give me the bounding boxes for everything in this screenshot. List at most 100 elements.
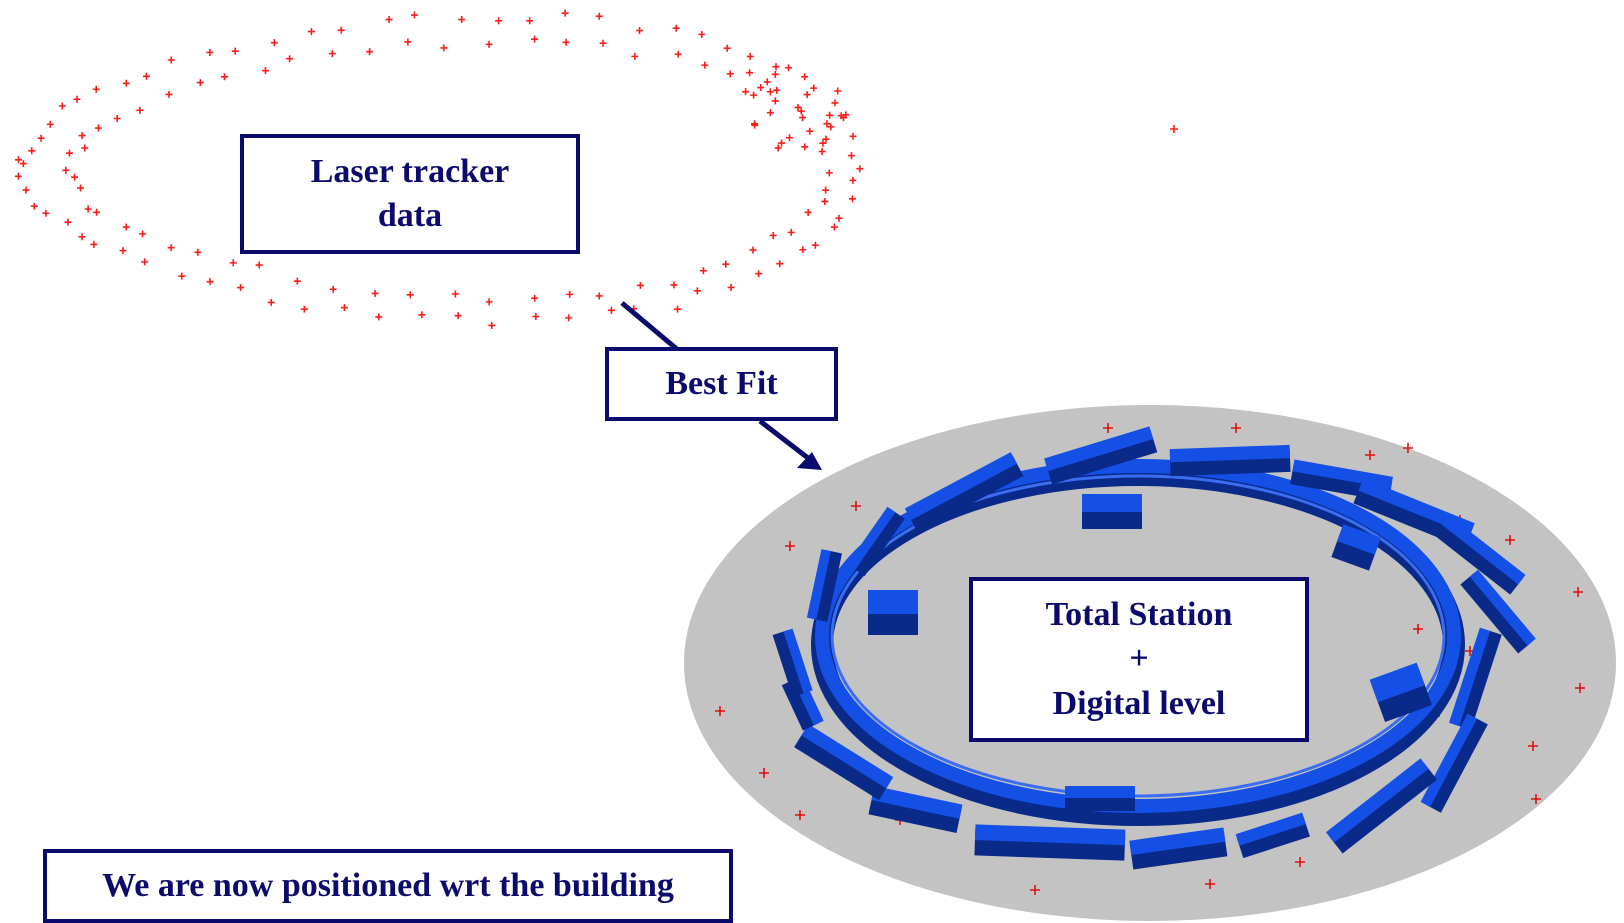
floor-point	[1573, 587, 1583, 597]
tracker-point	[794, 103, 802, 111]
tracker-point	[90, 240, 98, 248]
tracker-point	[776, 260, 784, 268]
tracker-point	[561, 9, 569, 17]
tracker-point	[819, 139, 827, 147]
tracker-point	[766, 88, 774, 96]
tracker-point	[194, 248, 202, 256]
tracker-point	[746, 52, 754, 60]
tracker-point	[485, 298, 493, 306]
tracker-point	[404, 38, 412, 46]
accelerator-ring	[811, 459, 1465, 826]
magnet-block	[1460, 569, 1536, 654]
tracker-point	[674, 50, 682, 58]
tracker-point	[406, 291, 414, 299]
tracker-point	[58, 102, 66, 110]
tracker-point	[62, 166, 70, 174]
tracker-point	[778, 139, 786, 147]
tracker-point	[774, 144, 782, 152]
tracker-point	[763, 78, 771, 86]
tracker-point	[22, 186, 30, 194]
magnet-block	[1448, 627, 1502, 730]
floor-point	[759, 768, 769, 778]
tracker-point	[231, 47, 239, 55]
tracker-point	[849, 176, 857, 184]
tracker-point	[532, 312, 540, 320]
magnet-block	[847, 506, 905, 577]
tracker-point	[178, 272, 186, 280]
tracker-point	[755, 270, 763, 278]
tracker-point	[599, 39, 607, 47]
tracker-point	[801, 73, 809, 81]
tracker-point	[595, 12, 603, 20]
magnet-block	[868, 590, 918, 635]
tracker-point	[78, 132, 86, 140]
tracker-point	[307, 28, 315, 36]
tracker-point	[801, 143, 809, 151]
arrow-shaft-lower	[758, 419, 810, 460]
tracker-point	[822, 186, 830, 194]
tracker-point	[531, 35, 539, 43]
tracker-point	[206, 48, 214, 56]
laser-tracker-label-line-1: Laser tracker	[310, 152, 510, 190]
positioned-wrt-building-label: We are now positioned wrt the building	[43, 849, 733, 923]
positioned-label-text: We are now positioned wrt the building	[102, 866, 674, 904]
tracker-point	[750, 91, 758, 99]
tracker-point	[562, 38, 570, 46]
tracker-point	[81, 144, 89, 152]
tracker-point	[856, 165, 864, 173]
magnet-block	[1431, 513, 1526, 595]
tracker-point	[19, 160, 27, 168]
tracker-point	[531, 294, 539, 302]
tracker-point	[670, 281, 678, 289]
magnet-block	[1235, 812, 1310, 859]
magnet-block	[1169, 444, 1291, 477]
tracker-point	[119, 247, 127, 255]
tracker-point	[94, 124, 102, 132]
tracker-point	[485, 40, 493, 48]
tracker-point	[799, 114, 807, 122]
tracker-point	[787, 228, 795, 236]
tracker-point	[385, 16, 393, 24]
tracker-point	[726, 70, 734, 78]
tracker-point	[526, 17, 534, 25]
tracker-point	[835, 214, 843, 222]
tracker-point	[300, 305, 308, 313]
laser-tracker-label-line-2: data	[377, 197, 443, 234]
magnet-block	[1044, 426, 1158, 485]
tracker-point	[803, 91, 811, 99]
floor-point	[715, 706, 725, 716]
tracker-point	[167, 244, 175, 252]
tracker-point	[328, 50, 336, 58]
tracker-point	[722, 260, 730, 268]
tracker-point	[827, 123, 835, 131]
tracker-point	[806, 127, 814, 135]
floor-point	[851, 501, 861, 511]
tracker-point	[167, 56, 175, 64]
tracker-point	[440, 44, 448, 52]
tracker-point	[93, 208, 101, 216]
magnet-block	[1129, 827, 1228, 870]
tracker-point	[286, 55, 294, 63]
arrow-head	[797, 452, 822, 470]
magnet-block	[974, 824, 1126, 861]
tracker-point	[73, 95, 81, 103]
tracker-point	[772, 63, 780, 71]
tracker-point	[785, 134, 793, 142]
tracker-point	[46, 120, 54, 128]
tracker-point	[84, 205, 92, 213]
tracker-point	[769, 231, 777, 239]
tracker-point	[797, 107, 805, 115]
tracker-point	[30, 202, 38, 210]
floor-point	[1030, 885, 1040, 895]
tracker-point	[723, 44, 731, 52]
tracker-point	[375, 313, 383, 321]
tracker-point	[37, 134, 45, 142]
tracker-point	[329, 285, 337, 293]
floor-point	[1528, 741, 1538, 751]
tracker-point	[410, 11, 418, 19]
tracker-point	[92, 85, 100, 93]
tracker-point	[848, 195, 856, 203]
tracker-point	[262, 67, 270, 75]
best-fit-label: Best Fit	[605, 347, 838, 421]
floor-point	[1413, 624, 1423, 634]
